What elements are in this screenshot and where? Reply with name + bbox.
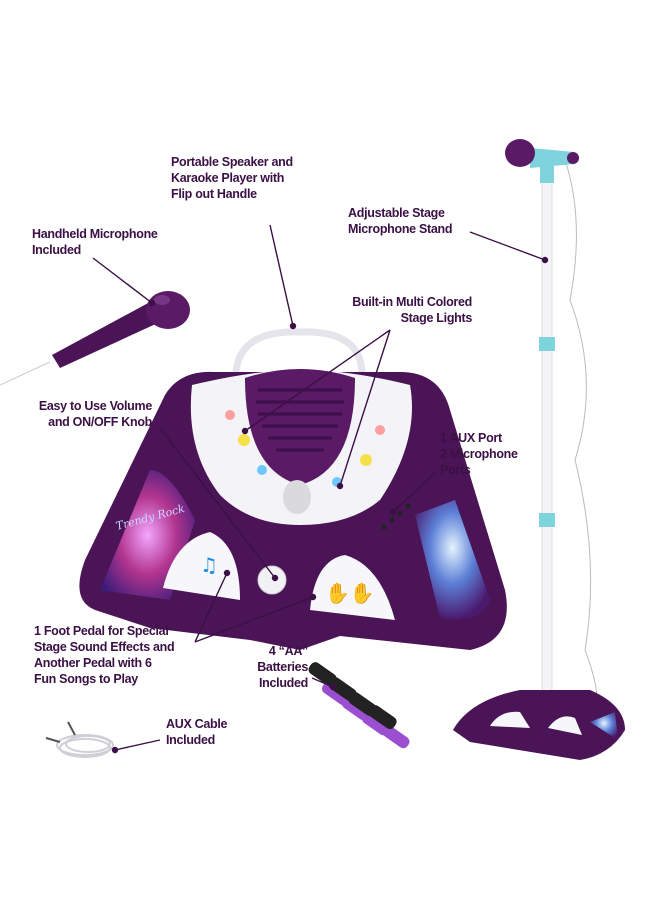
callout-line: Included (259, 676, 308, 690)
callout-line: Included (166, 733, 215, 747)
callout-line: Stage Sound Effects and (34, 640, 175, 654)
callout-line: Flip out Handle (171, 187, 257, 201)
svg-text:♫: ♫ (200, 553, 218, 577)
callout-line: Another Pedal with 6 (34, 656, 152, 670)
callout-line: Batteries (257, 660, 308, 674)
callout-line: Easy to Use Volume (38, 399, 152, 413)
callout-line: Fun Songs to Play (34, 672, 138, 686)
batteries (308, 662, 410, 749)
callout-line: Ports (440, 463, 471, 477)
svg-text:✋✋: ✋✋ (325, 581, 375, 605)
callout-batteries: 4 “AA” Batteries Included (238, 643, 308, 691)
callout-stand: Adjustable Stage Microphone Stand (348, 205, 453, 237)
callout-aux-cable: AUX Cable Included (166, 716, 228, 748)
handheld-microphone (0, 291, 190, 386)
callout-line: Adjustable Stage (348, 206, 445, 220)
callout-line: Stage Lights (400, 311, 473, 325)
callout-ports: 1 AUX Port 2 Microphone Ports (440, 430, 518, 478)
callout-line: AUX Cable (166, 717, 228, 731)
callout-line: 4 “AA” (268, 644, 308, 658)
callout-lines (92, 224, 549, 754)
microphone-stand (453, 139, 625, 760)
karaoke-speaker: ♫ ✋✋ (79, 328, 507, 650)
callout-line: Included (32, 243, 81, 257)
callout-line: Microphone Stand (348, 222, 453, 236)
callout-line: Built-in Multi Colored (352, 295, 472, 309)
aux-cable (45, 721, 114, 758)
callout-pedals: 1 Foot Pedal for Special Stage Sound Eff… (34, 623, 175, 687)
callout-knob: Easy to Use Volume and ON/OFF Knob (20, 398, 152, 430)
callout-line: and ON/OFF Knob (48, 415, 152, 429)
callout-handheld-mic: Handheld Microphone Included (32, 226, 158, 258)
callout-line: Portable Speaker and (171, 155, 293, 169)
callout-speaker: Portable Speaker and Karaoke Player with… (171, 154, 293, 202)
callout-lights: Built-in Multi Colored Stage Lights (322, 294, 472, 326)
callout-line: Karaoke Player with (171, 171, 285, 185)
callout-line: 2 Microphone (440, 447, 518, 461)
callout-line: Handheld Microphone (32, 227, 158, 241)
callout-line: 1 AUX Port (440, 431, 502, 445)
callout-line: 1 Foot Pedal for Special (34, 624, 169, 638)
